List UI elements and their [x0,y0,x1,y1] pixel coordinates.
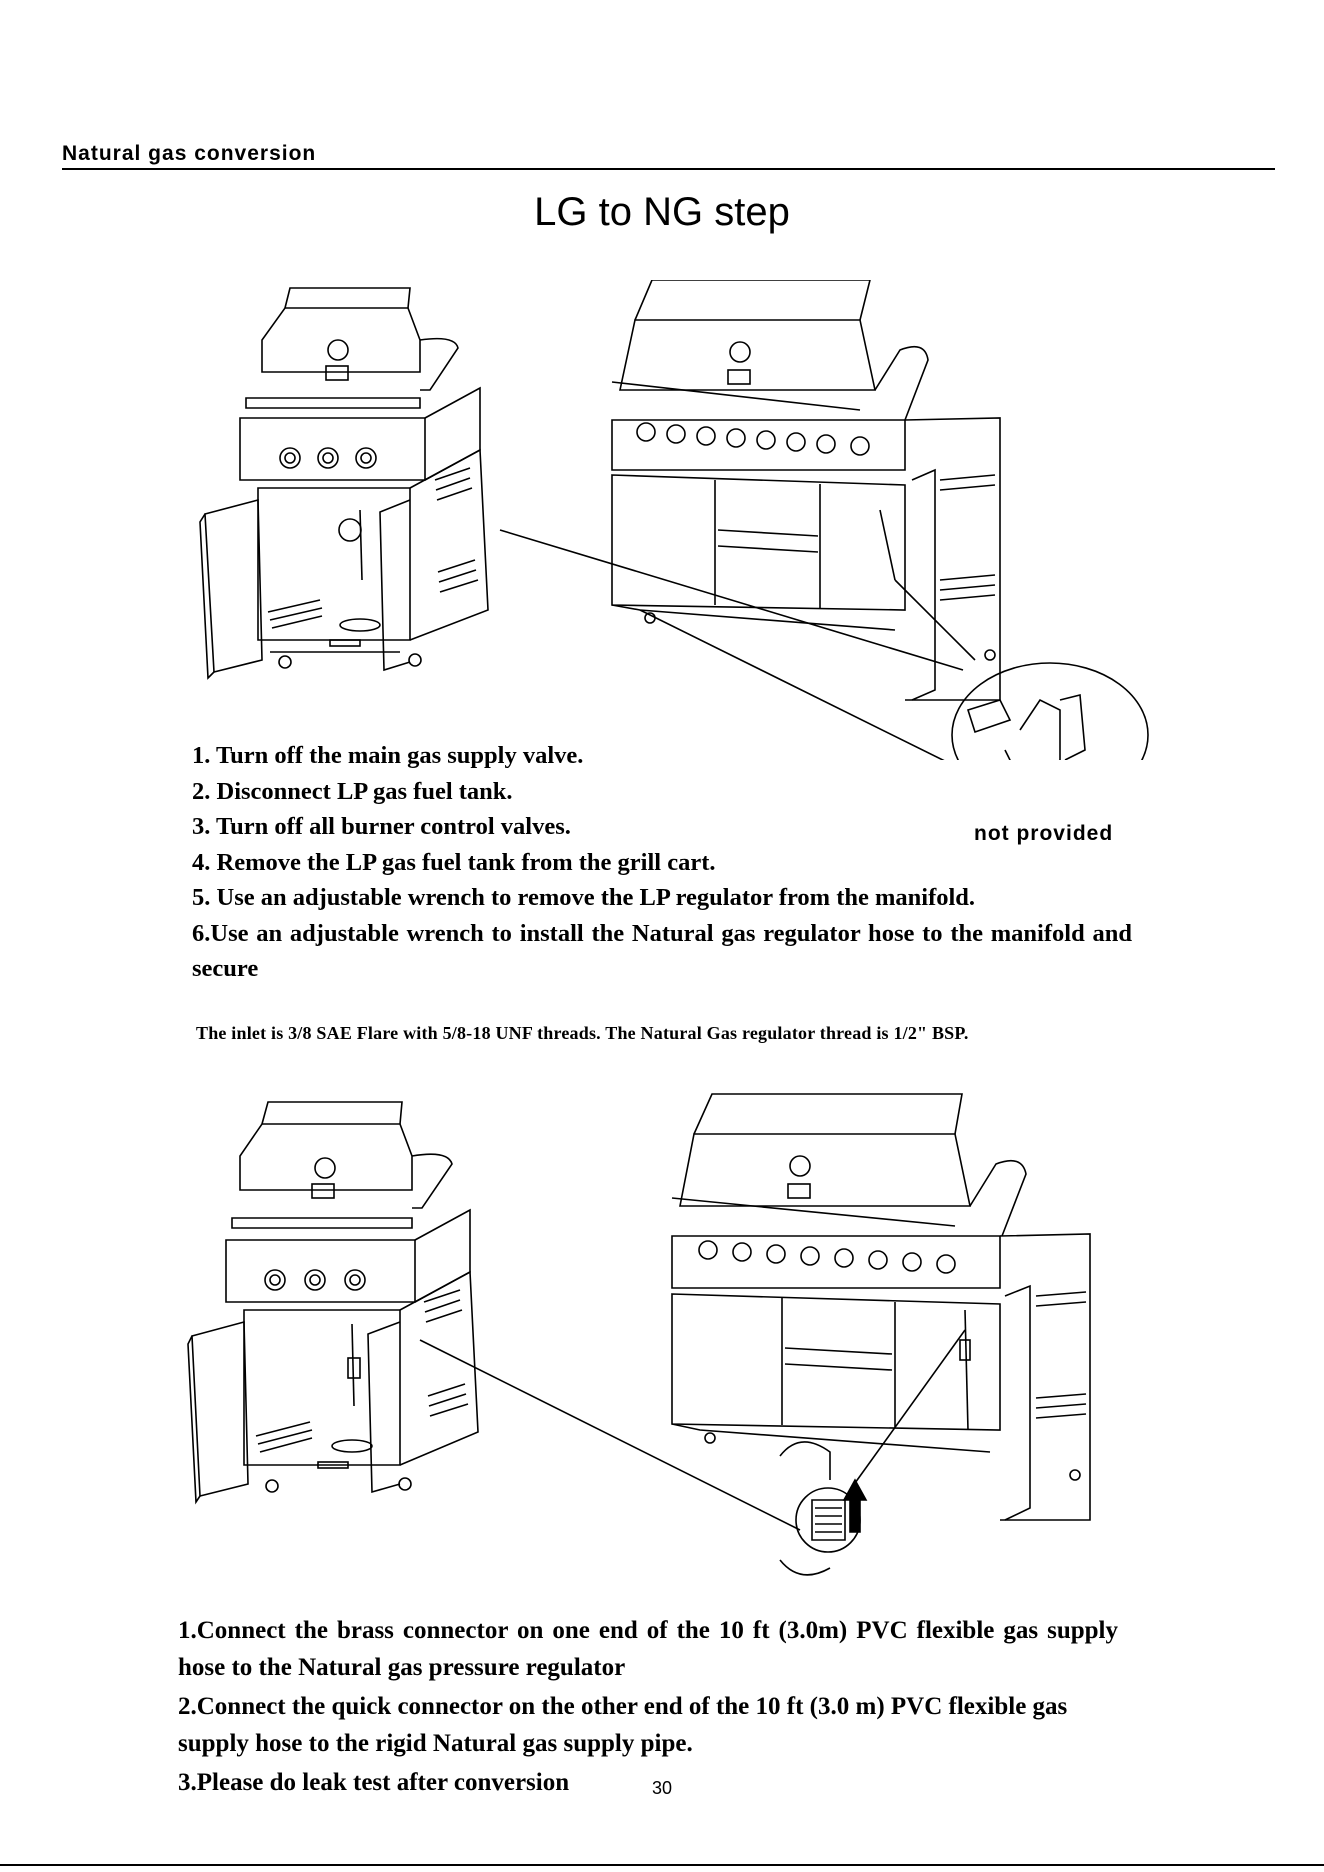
small-grill-illustration [199,287,489,680]
large-grill-illustration [671,1093,1091,1521]
hose-connector-callout-illustration [419,1329,966,1576]
figure-lp-regulator-removal [0,280,1324,760]
section-title: Natural gas conversion [62,142,317,165]
step-top-1: 1. Turn off the main gas supply valve. [192,742,584,769]
callout-label-not-provided: not provided [974,822,1114,845]
footer-rule [0,1864,1324,1866]
figure-ng-regulator-install [0,1080,1324,1600]
spec-note: The inlet is 3/8 SAE Flare with 5/8-18 U… [196,1023,969,1043]
step-top-2: 2. Disconnect LP gas fuel tank. [192,777,513,805]
small-grill-illustration [187,1101,479,1505]
step-top-6: 6.Use an adjustable wrench to install th… [192,919,1132,983]
steps-top-list: 1. Turn off the main gas supply valve. 2… [192,738,1132,987]
steps-bottom-list: 1.Connect the brass connector on one end… [178,1612,1118,1803]
page-heading: LG to NG step [534,190,790,234]
header-rule [62,168,1275,170]
step-bottom-3: 3.Please do leak test after conversion [178,1769,570,1796]
page-number: 30 [651,1778,673,1798]
step-top-4: 4. Remove the LP gas fuel tank from the … [192,848,716,876]
large-grill-illustration [611,280,1001,701]
step-bottom-2: 2.Connect the quick connector on the oth… [178,1693,1068,1757]
step-bottom-1: 1.Connect the brass connector on one end… [178,1617,1118,1681]
wrench-callout-illustration [499,529,1149,760]
step-top-5: 5. Use an adjustable wrench to remove th… [192,884,976,911]
step-top-3: 3. Turn off all burner control valves. [192,813,571,840]
